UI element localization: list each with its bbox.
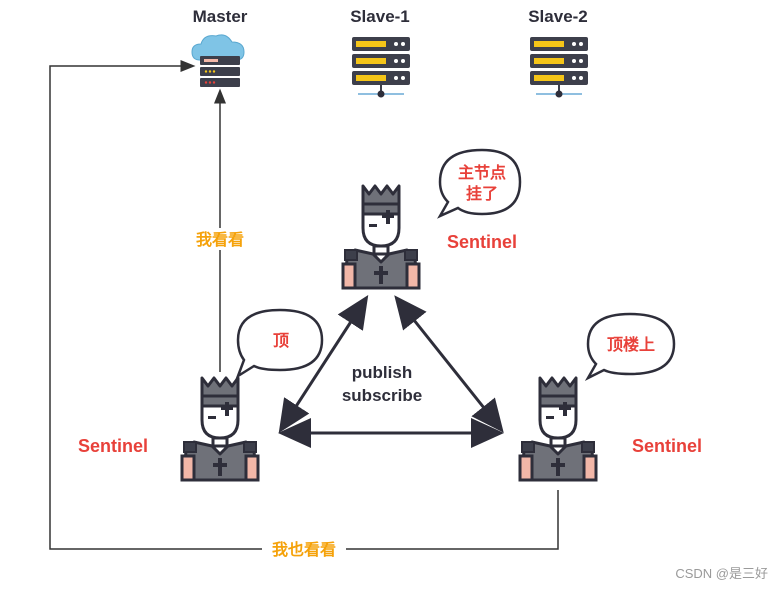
slave2-server-icon [529,36,589,99]
slave2-label: Slave-2 [528,7,588,26]
sentinel-top-icon [341,184,421,290]
bubble-top-line2: 挂了 [466,184,498,203]
slave1-server-icon [351,36,411,99]
pubsub-edge-top-left [278,294,369,434]
speech-bubble-top: 主节点 挂了 [437,148,522,219]
pubsub-label-subscribe: subscribe [342,386,422,405]
pubsub-edge-top-right [394,295,504,433]
sentinel-top-label: Sentinel [447,232,517,252]
sentinel-right-label: Sentinel [632,436,702,456]
master-server-icon [191,34,245,87]
sentinel-right-icon [518,376,598,482]
edge-left-label: 我看看 [196,230,244,249]
speech-bubble-left: 顶 [235,308,324,380]
master-label: Master [193,7,248,26]
bubble-top-line1: 主节点 [458,163,506,182]
bubble-left-text: 顶 [273,332,289,350]
sentinel-left-label: Sentinel [78,436,148,456]
slave1-label: Slave-1 [350,7,410,26]
watermark: CSDN @是三好 [675,566,768,581]
edge-right-to-master [49,60,559,550]
edge-right-label-bg [262,538,346,560]
edge-right-label: 我也看看 [272,540,336,559]
bubble-right-text: 顶楼上 [607,335,655,354]
sentinel-left-icon [180,376,260,482]
speech-bubble-right: 顶楼上 [584,312,676,381]
edge-left-label-bg [190,228,250,250]
pubsub-label-publish: publish [352,363,412,382]
